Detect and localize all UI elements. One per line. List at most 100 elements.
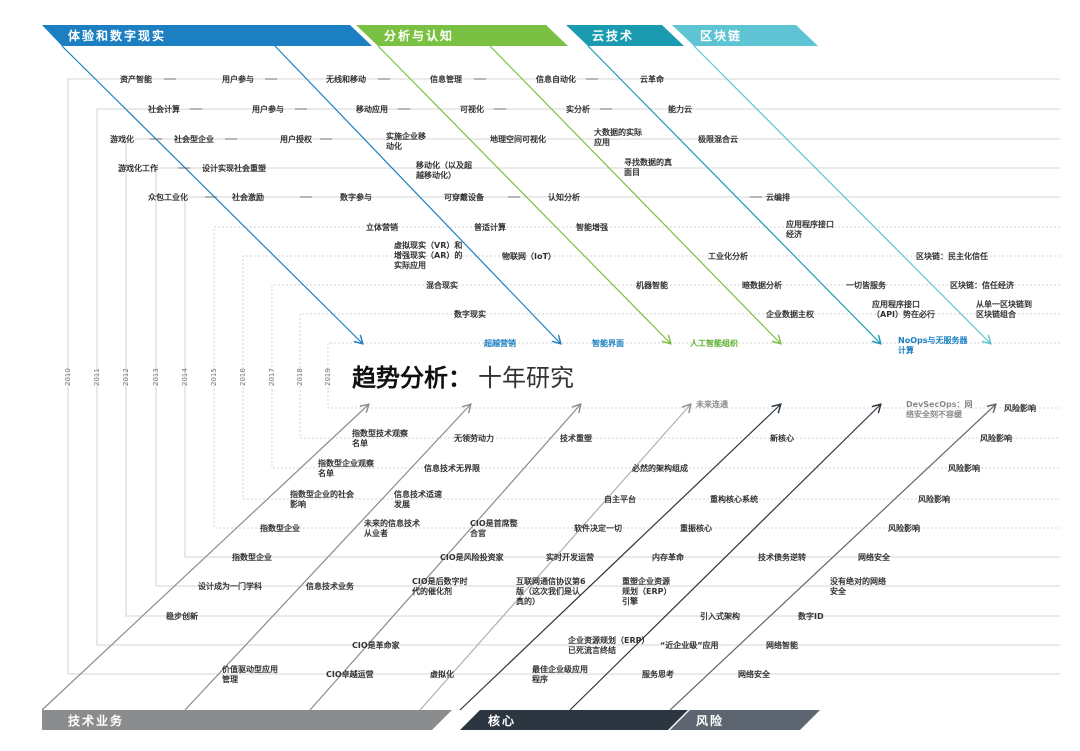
trend-label: 实时开发运营 — [546, 552, 594, 562]
trend-label: 新核心 — [770, 433, 794, 443]
trend-label: 网络智能 — [766, 640, 798, 650]
trend-label: 数字现实 — [454, 309, 486, 319]
trend-label: 络安全刻不容缓 — [906, 409, 963, 419]
trend-label: 未来连通 — [695, 399, 728, 409]
trend-label: 可穿戴设备 — [444, 192, 485, 202]
trend-label: DevSecOps：网 — [906, 400, 973, 409]
year-label: 2018 — [296, 368, 304, 386]
trend-label: 风险影响 — [980, 433, 1012, 443]
trend-label: 应用程序接口 — [786, 219, 834, 229]
trend-label: 认知分析 — [548, 192, 580, 202]
trend-label: 名单 — [352, 438, 368, 448]
header-core-bg — [460, 710, 688, 730]
trend-label: 计算 — [898, 345, 914, 355]
trend-label: 已死流言终结 — [568, 645, 616, 655]
trend-label: 规划（ERP） — [622, 586, 672, 596]
trend-label: 代的催化剂 — [411, 586, 452, 596]
stream-blockchain — [693, 45, 990, 343]
trend-label: 互联网通信协议第6 — [516, 576, 586, 586]
trend-label: 游戏化 — [110, 134, 134, 144]
stream-business-2 — [184, 405, 470, 711]
trend-label: 区块链组合 — [976, 309, 1017, 319]
header-analytics: 分析与认知 — [384, 28, 454, 43]
trend-label: 发展 — [393, 499, 410, 509]
trend-label: 内存革命 — [652, 552, 685, 562]
year-label: 2017 — [268, 368, 276, 386]
trend-label: 物联网（IoT） — [502, 251, 556, 261]
trend-label: 机器智能 — [636, 280, 668, 290]
connector-ticks — [150, 78, 762, 198]
stream-exp-1 — [61, 45, 362, 343]
trend-label: 风险影响 — [948, 463, 980, 473]
trend-label: 企业资源规划（ERP） — [567, 635, 650, 645]
trend-label: 资产智能 — [120, 74, 152, 84]
trend-label: 价值驱动型应用 — [222, 664, 278, 674]
header-blockchain-bg — [672, 25, 818, 46]
year-label: 2013 — [152, 368, 160, 386]
stream-core-2 — [569, 405, 880, 711]
stream-cloud — [587, 45, 880, 343]
year-label: 2014 — [181, 368, 189, 386]
stream-risk — [669, 405, 995, 711]
frame-2019 — [327, 342, 1060, 409]
trend-label: 信息技术无界限 — [424, 463, 480, 473]
trend-label: 动化 — [386, 141, 402, 151]
year-label: 2015 — [210, 368, 218, 386]
trend-label: 用户参与 — [251, 104, 284, 114]
stream-analytics-1 — [377, 45, 670, 343]
header-cloud: 云技术 — [592, 28, 634, 43]
trend-label: 实际应用 — [394, 260, 426, 270]
trend-label: 安全 — [830, 586, 847, 596]
year-label: 2019 — [324, 368, 332, 386]
stream-core-1 — [459, 405, 780, 711]
trend-label: 云编排 — [766, 192, 790, 202]
trend-label: 虚拟现实（VR）和 — [394, 240, 462, 250]
trend-label: 用户授权 — [279, 134, 313, 144]
year-label: 2012 — [122, 368, 130, 386]
header-risk-bg — [670, 710, 820, 730]
top-streams — [61, 45, 990, 343]
trend-label: 数字参与 — [340, 192, 372, 202]
trend-label: 信息技术适速 — [394, 489, 442, 499]
trend-label: 网络安全 — [858, 552, 891, 562]
bottom-headers: 技术业务 核心 风险 — [42, 710, 820, 730]
header-cloud-bg — [566, 25, 684, 46]
trend-label: 应用 — [594, 137, 610, 147]
trend-label: CIO卓越运营 — [326, 669, 374, 679]
stream-exp-2 — [274, 45, 560, 343]
title-main: 趋势分析 — [352, 364, 448, 392]
trend-label: 网络安全 — [738, 669, 771, 679]
trend-label: 程序 — [532, 674, 548, 684]
trend-label: 信息自动化 — [536, 74, 576, 84]
trend-label: 暗数据分析 — [742, 280, 782, 290]
top-headers: 体验和数字现实 分析与认知 云技术 区块链 — [42, 25, 818, 46]
trend-label: 普适计算 — [474, 222, 506, 232]
header-core: 核心 — [488, 713, 516, 728]
trend-label: 增强现实（AR）的 — [394, 250, 462, 260]
trend-label: 区块链：民主化信任 — [916, 251, 988, 261]
trend-label: NoOps与无服务器 — [898, 335, 968, 345]
trend-label: 经济 — [786, 229, 803, 239]
trend-label: 没有绝对的网络 — [830, 576, 886, 586]
trend-label: 设计实现社会重塑 — [202, 163, 266, 173]
trend-labels: 资产智能 用户参与 无线和移动 信息管理 信息自动化 云革命 社会计算 用户参与… — [110, 74, 1036, 684]
header-exp-bg — [42, 25, 372, 46]
trend-label: 指数型企业 — [260, 523, 300, 533]
frame-2011 — [96, 108, 1060, 646]
trend-label: 未来的信息技术 — [363, 518, 420, 528]
trend-label: 从业者 — [364, 528, 388, 538]
trend-label: 服务思考 — [642, 669, 674, 679]
trend-label: 软件决定一切 — [574, 523, 622, 533]
header-blockchain: 区块链 — [700, 28, 742, 43]
trend-label: 自主平台 — [604, 494, 636, 504]
bottom-streams — [41, 405, 995, 711]
trend-label: 设计成为一门学科 — [198, 581, 262, 591]
trend-label: 真的） — [516, 596, 540, 606]
stream-analytics-2 — [489, 45, 780, 343]
trend-label: CIO是革命家 — [352, 640, 401, 650]
year-frames — [67, 78, 1060, 675]
trend-label: 影响 — [290, 499, 306, 509]
trend-label: 指数型技术观察 — [352, 428, 409, 438]
stream-business-4 — [419, 405, 690, 711]
